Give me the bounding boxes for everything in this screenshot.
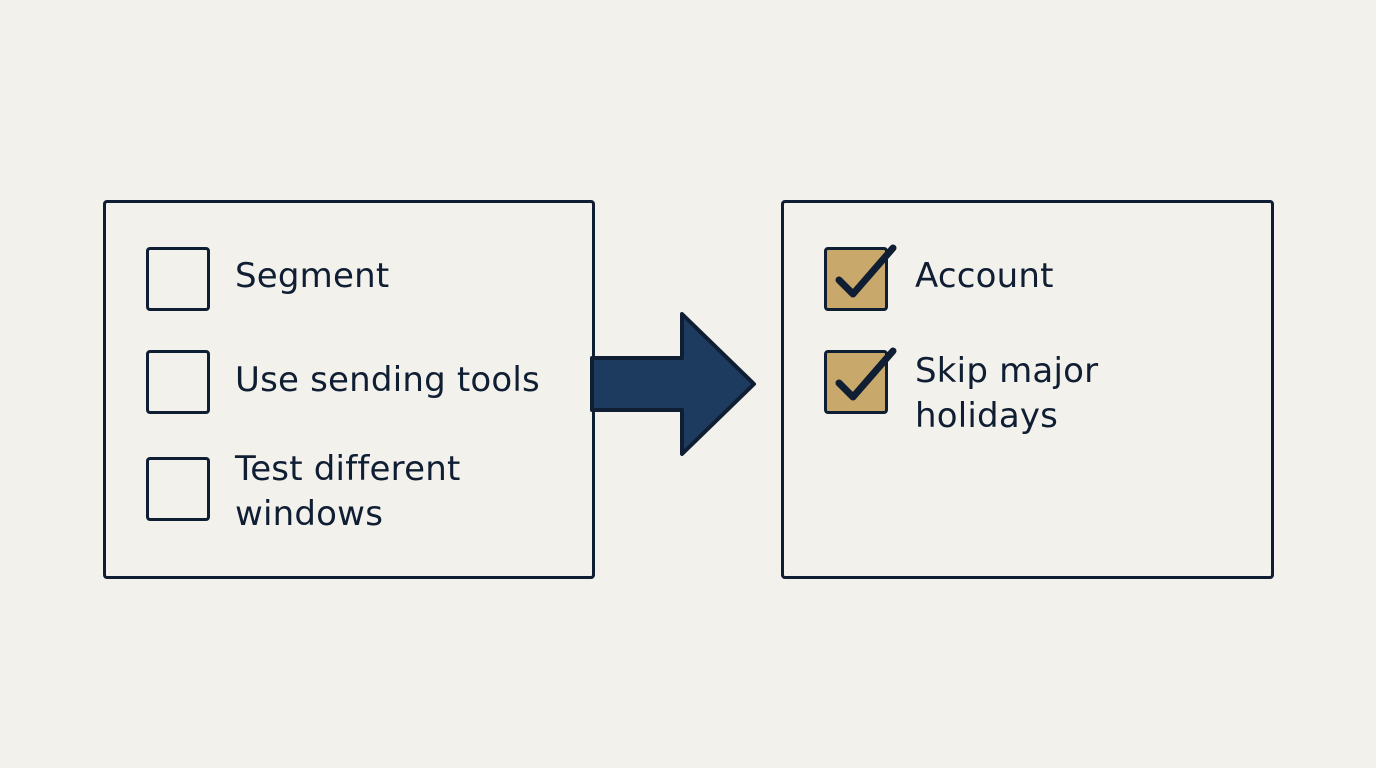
item-label-account: Account — [915, 256, 1054, 296]
unchecked-list-panel: Segment Use sending tools Test different… — [103, 200, 595, 579]
item-label-skip-major-holidays: Skip major holidays — [915, 351, 1099, 436]
checkbox-skip-major-holidays[interactable] — [824, 347, 897, 414]
item-label-use-sending-tools: Use sending tools — [235, 360, 540, 400]
checkmark-icon — [835, 244, 897, 298]
checked-list-panel: Account Skip major holidays — [781, 200, 1274, 579]
checkbox-use-sending-tools[interactable] — [146, 350, 210, 414]
item-label-segment: Segment — [235, 256, 390, 296]
checkbox-account[interactable] — [824, 244, 897, 311]
checkbox-test-different-windows[interactable] — [146, 457, 210, 521]
checkbox-segment[interactable] — [146, 247, 210, 311]
item-label-test-different-windows: Test different windows — [235, 449, 461, 534]
checkmark-icon — [835, 347, 897, 401]
arrow-right-icon — [590, 312, 756, 456]
